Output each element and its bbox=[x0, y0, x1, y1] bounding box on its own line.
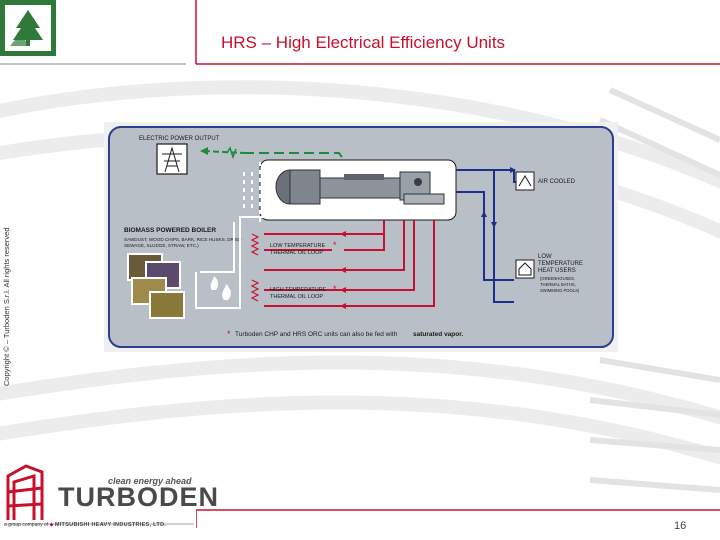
air-cooled-label: AIR COOLED bbox=[538, 179, 576, 185]
hrs-process-diagram: ELECTRIC POWER OUTPUT BIOMASS POWERED BO… bbox=[104, 122, 618, 352]
footnote-star: * bbox=[227, 329, 231, 339]
exhaust-dashed-lines bbox=[243, 162, 261, 222]
footnote-text: Turboden CHP and HRS ORC units can also … bbox=[235, 331, 398, 338]
heat-users-line-1: LOW bbox=[538, 254, 552, 260]
power-arrow-icon bbox=[200, 147, 208, 155]
pylon-lines bbox=[162, 146, 182, 173]
mitsubishi-diamond-icon: ◆ bbox=[49, 522, 54, 528]
high-temp-star: * bbox=[333, 284, 337, 294]
header-frame bbox=[0, 0, 720, 65]
oil-loop-arrows bbox=[340, 231, 346, 309]
thermal-oil-loops bbox=[264, 220, 435, 307]
electric-output-label: ELECTRIC POWER OUTPUT bbox=[139, 136, 220, 142]
high-temp-loop-line-2: THERMAL OIL LOOP bbox=[270, 294, 323, 300]
power-output-line bbox=[200, 146, 345, 161]
copyright-notice: Copyright © – Turboden S.r.l. All rights… bbox=[2, 227, 11, 386]
brand-slogan: clean energy ahead bbox=[108, 476, 192, 486]
boiler-outline bbox=[195, 216, 264, 309]
group-name: MITSUBISHI HEAVY INDUSTRIES, LTD. bbox=[54, 522, 167, 528]
water-arrows bbox=[481, 167, 516, 228]
heat-users-line-2: TEMPERATURE bbox=[538, 261, 583, 267]
heat-users-line-6: SWIMMING POOLS) bbox=[540, 288, 580, 293]
biomass-fuel-photos bbox=[127, 253, 185, 319]
turboden-logo-icon bbox=[4, 464, 194, 525]
group-company-text: a group company of ◆ MITSUBISHI HEAVY IN… bbox=[4, 522, 166, 528]
boiler-title: BIOMASS POWERED BOILER bbox=[124, 227, 216, 234]
water-loops bbox=[456, 169, 516, 303]
low-temp-loop-line-2: THERMAL OIL LOOP bbox=[270, 250, 323, 256]
flame-icon bbox=[210, 276, 231, 300]
boiler-fuel-line-1: SAWDUST, WOOD CHIPS, BARK, RICE HUSKS, D… bbox=[124, 237, 242, 242]
footnote-bold: saturated vapor. bbox=[413, 331, 463, 338]
boiler-fuel-line-2: SEWAGE, SLUDGE, STRAW, ETC.) bbox=[124, 243, 199, 248]
page-number: 16 bbox=[674, 520, 687, 532]
slide-title: HRS – High Electrical Efficiency Units bbox=[221, 33, 506, 52]
air-cooled-icon bbox=[515, 171, 535, 191]
orc-turbine-icon bbox=[275, 169, 445, 205]
heat-users-icon bbox=[515, 259, 535, 279]
low-temp-star: * bbox=[333, 240, 337, 250]
group-prefix: a group company of bbox=[4, 522, 49, 528]
heat-exchanger-coils bbox=[250, 233, 260, 302]
high-temp-loop-line-1: HIGH TEMPERATURE bbox=[270, 287, 327, 293]
diagram-panel bbox=[108, 126, 614, 348]
tree-logo-icon bbox=[0, 0, 56, 56]
heat-users-line-3: HEAT USERS bbox=[538, 268, 576, 274]
footer-frame bbox=[196, 509, 720, 528]
brand-name: TURBODEN bbox=[58, 482, 219, 512]
heat-users-line-5: THERMAL BATHS, bbox=[540, 282, 576, 287]
heat-users-line-4: (GREENHOUSES, bbox=[540, 276, 575, 281]
low-temp-loop-line-1: LOW TEMPERATURE bbox=[270, 243, 325, 249]
